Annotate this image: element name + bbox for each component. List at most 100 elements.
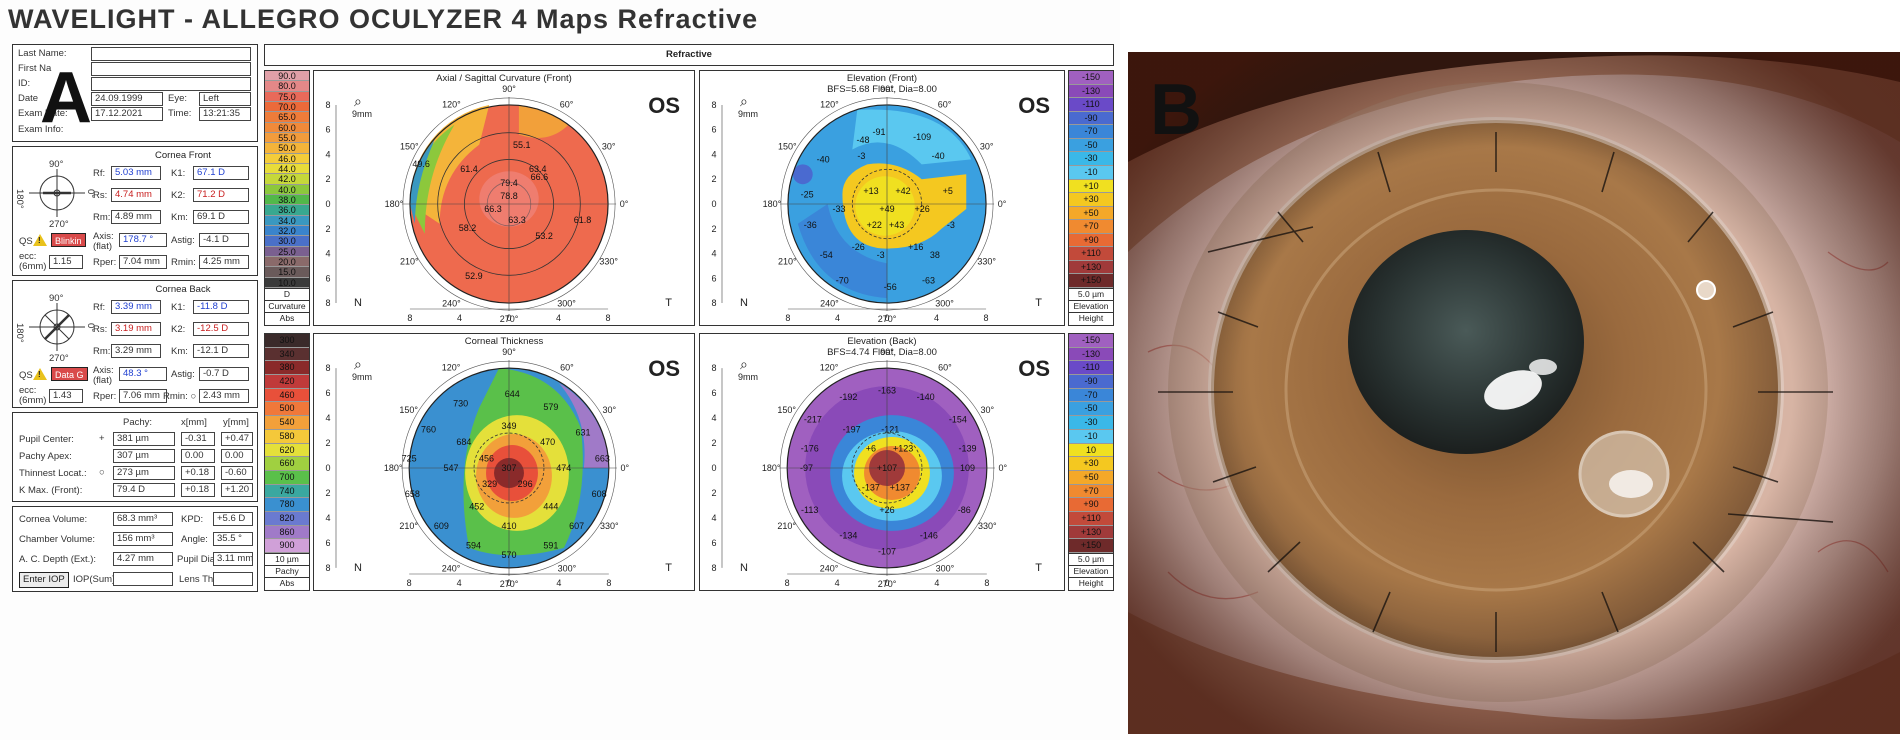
scale-value: 30.0 bbox=[265, 236, 309, 247]
eye-os-label: OS bbox=[648, 93, 680, 118]
first-name-label: First Na bbox=[18, 63, 52, 74]
first-name-field[interactable] bbox=[91, 62, 251, 76]
scale-value: +150 bbox=[1069, 539, 1113, 553]
dob-label: Date bbox=[18, 93, 39, 104]
zoom-level-label: 9mm bbox=[352, 109, 372, 119]
ecc-sub-label: (6mm) bbox=[19, 261, 47, 272]
x-tick-label: 4 bbox=[934, 578, 939, 588]
angle-label: 30° bbox=[980, 141, 994, 151]
angle-label: 150° bbox=[400, 141, 419, 151]
scale-value: -130 bbox=[1069, 84, 1113, 99]
angle-label: 210° bbox=[400, 257, 419, 267]
x-tick-label: 0 bbox=[884, 313, 889, 323]
y-tick-label: 6 bbox=[325, 388, 330, 398]
angle-label: 300° bbox=[558, 563, 577, 573]
rf-label: Rf: bbox=[93, 302, 106, 313]
magnifier-icon: ⌕ bbox=[354, 93, 362, 109]
axial-curvature-map[interactable]: Axial / Sagittal Curvature (Front)OS⌕9mm… bbox=[313, 70, 695, 326]
y-tick-label: 4 bbox=[711, 513, 716, 523]
k2-field: 71.2 D bbox=[193, 188, 249, 202]
x-tick-label: 8 bbox=[984, 578, 989, 588]
zoom-level-label: 9mm bbox=[352, 372, 372, 382]
scale-value: 36.0 bbox=[265, 205, 309, 216]
thinnest-location-icon: ○ bbox=[99, 467, 105, 478]
y-tick-label: 6 bbox=[711, 273, 716, 283]
y-tick-label: 4 bbox=[325, 513, 330, 523]
map-value: 349 bbox=[501, 421, 516, 431]
panel-a-label: A bbox=[40, 58, 92, 138]
scale-value: -50 bbox=[1069, 138, 1113, 153]
dob-field[interactable]: 24.09.1999 bbox=[91, 92, 163, 106]
pachy-row-x: -0.31 bbox=[181, 432, 215, 446]
elevation-front-map[interactable]: Elevation (Front)BFS=5.68 Float, Dia=8.0… bbox=[699, 70, 1065, 326]
k1-field: -11.8 D bbox=[193, 300, 249, 314]
map-value: -3 bbox=[857, 151, 865, 161]
exam-date-field[interactable]: 17.12.2021 bbox=[91, 107, 163, 121]
map-value: 760 bbox=[421, 424, 436, 434]
cornea-front-box: Cornea Front 90° 270° 180° 0° Rf: 5.03 m… bbox=[12, 146, 258, 276]
map-value: -3 bbox=[947, 220, 955, 230]
scale-value: 75.0 bbox=[265, 91, 309, 102]
elevation-back-map[interactable]: Elevation (Back)BFS=4.74 Float, Dia=8.00… bbox=[699, 333, 1065, 591]
ac-depth-field: 4.27 mm bbox=[113, 552, 173, 566]
x-tick-label: 4 bbox=[934, 313, 939, 323]
pachy-table-box: Pachy: x[mm] y[mm] Pupil Center: + 381 µ… bbox=[12, 412, 258, 502]
scale-value: 32.0 bbox=[265, 225, 309, 237]
scale-mode: Abs bbox=[265, 311, 309, 324]
y-tick-label: 6 bbox=[325, 538, 330, 548]
k1-field: 67.1 D bbox=[193, 166, 249, 180]
map-value: -121 bbox=[881, 424, 899, 434]
axis-label: Axis: bbox=[93, 231, 114, 242]
iop-sum-field[interactable] bbox=[113, 572, 173, 586]
map-value: 296 bbox=[518, 479, 533, 489]
angle-label: 270° bbox=[500, 579, 519, 589]
id-field[interactable] bbox=[91, 77, 251, 91]
scale-value: 38.0 bbox=[265, 194, 309, 206]
y-tick-label: 8 bbox=[325, 363, 330, 373]
map-value: -33 bbox=[833, 204, 846, 214]
y-tick-label: 6 bbox=[711, 125, 716, 135]
angle-label: 210° bbox=[777, 521, 796, 531]
scale-value: 46.0 bbox=[265, 153, 309, 164]
angle-label: 330° bbox=[978, 521, 997, 531]
axis-label: Axis: bbox=[93, 365, 114, 376]
cornea-volume-field: 68.3 mm³ bbox=[113, 512, 173, 526]
axis-field: 48.3 ° bbox=[119, 367, 167, 381]
scale-value: -110 bbox=[1069, 98, 1113, 112]
angle-label: 90° bbox=[880, 84, 894, 94]
time-field[interactable]: 13:21:35 bbox=[199, 107, 251, 121]
scale-value: 20.0 bbox=[265, 256, 309, 268]
rmin-label: Rmin: ○ bbox=[163, 391, 197, 402]
rm-label: Rm: bbox=[93, 346, 111, 357]
last-name-field[interactable] bbox=[91, 47, 251, 61]
y-tick-label: 0 bbox=[325, 199, 330, 209]
temporal-label: T bbox=[665, 297, 672, 309]
y-tick-label: 6 bbox=[711, 538, 716, 548]
pupil-dia-field: 3.11 mm bbox=[213, 552, 253, 566]
compass-left-label: 180° bbox=[14, 189, 25, 209]
map-value: 444 bbox=[543, 502, 558, 512]
lens-thickness-field[interactable] bbox=[213, 572, 253, 586]
scale-value: 44.0 bbox=[265, 163, 309, 175]
angle-label: 30° bbox=[981, 405, 995, 415]
map-value: +6 bbox=[866, 444, 876, 454]
map-value: 547 bbox=[444, 463, 459, 473]
scale-value: -130 bbox=[1069, 347, 1113, 362]
angle-label: 210° bbox=[778, 257, 797, 267]
scale-value: 15.0 bbox=[265, 267, 309, 278]
angle-label: 300° bbox=[936, 563, 955, 573]
k1-label: K1: bbox=[171, 302, 186, 313]
scale-unit: 5.0 µm bbox=[1069, 288, 1113, 300]
ecc-sub-label: (6mm) bbox=[19, 395, 47, 406]
enter-iop-button[interactable]: Enter IOP bbox=[19, 572, 69, 588]
map-title: Elevation (Back) bbox=[847, 336, 917, 347]
eye-os-label: OS bbox=[1018, 93, 1050, 118]
map-value: -154 bbox=[949, 415, 967, 425]
scale-value: 900 bbox=[265, 539, 309, 553]
angle-label: 270° bbox=[878, 314, 897, 324]
angle-field: 35.5 ° bbox=[213, 532, 253, 546]
eye-field[interactable]: Left bbox=[199, 92, 251, 106]
magnifier-icon: ⌕ bbox=[740, 356, 748, 372]
